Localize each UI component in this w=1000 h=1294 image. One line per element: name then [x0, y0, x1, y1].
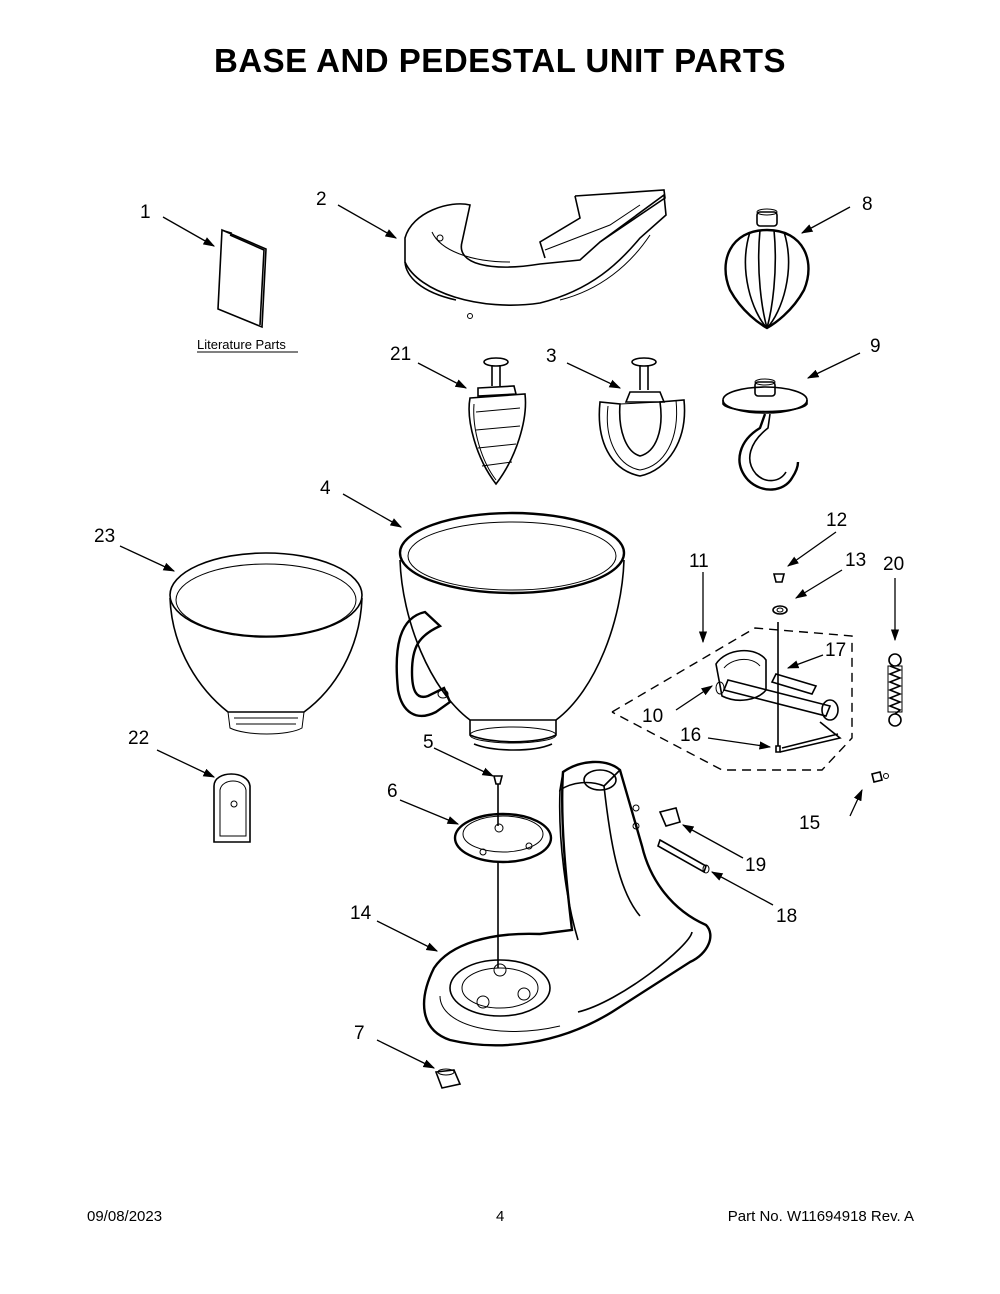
callout-11: 11 [689, 551, 709, 572]
badge-22-part [213, 773, 251, 843]
callout-4: 4 [320, 478, 331, 499]
callout-labels: 1 2 3 4 5 6 7 8 9 10 11 12 13 14 15 16 1… [94, 189, 904, 1044]
hinge-cover-part [658, 807, 681, 827]
dough-hook-part [722, 378, 808, 491]
callout-19: 19 [745, 855, 766, 876]
callout-17: 17 [825, 640, 846, 661]
flat-beater-21-part [468, 357, 527, 486]
callout-14: 14 [350, 903, 372, 924]
leader-lines [119, 204, 900, 1069]
callout-5: 5 [423, 732, 434, 753]
callout-2: 2 [316, 189, 327, 210]
flex-edge-beater-part [598, 357, 686, 477]
literature-label: Literature Parts [197, 337, 286, 352]
callout-3: 3 [546, 346, 557, 367]
callout-8: 8 [862, 194, 873, 215]
bowl-part [395, 511, 626, 751]
callout-21: 21 [390, 344, 411, 365]
callout-9: 9 [870, 336, 881, 357]
literature-parts-part: Literature Parts [197, 228, 298, 353]
hinge-pin-part [657, 838, 710, 874]
foot-part [434, 1068, 462, 1089]
clamp-plate-part [453, 775, 553, 968]
callout-7: 7 [354, 1023, 365, 1044]
callout-16: 16 [680, 725, 701, 746]
spring-part [887, 653, 903, 727]
footer-date: 09/08/2023 [87, 1208, 163, 1225]
footer-page-number: 4 [496, 1208, 505, 1225]
wire-whip-part [724, 208, 810, 330]
page-title: BASE AND PEDESTAL UNIT PARTS [214, 42, 786, 79]
footer-part-number: Part No. W11694918 Rev. A [727, 1208, 914, 1225]
bowl-23-part [169, 552, 363, 735]
lock-mechanism-part [715, 573, 889, 783]
callout-18: 18 [776, 906, 797, 927]
callout-15: 15 [799, 813, 820, 834]
lock-assembly-box [611, 627, 853, 771]
callout-6: 6 [387, 781, 398, 802]
callout-10: 10 [642, 706, 663, 727]
callout-13: 13 [845, 550, 866, 571]
callout-22: 22 [128, 728, 149, 749]
pedestal-base-part [422, 760, 712, 1047]
pouring-shield-part [404, 189, 667, 319]
callout-1: 1 [140, 202, 151, 223]
callout-20: 20 [883, 554, 904, 575]
callout-23: 23 [94, 526, 115, 547]
callout-12: 12 [826, 510, 847, 531]
